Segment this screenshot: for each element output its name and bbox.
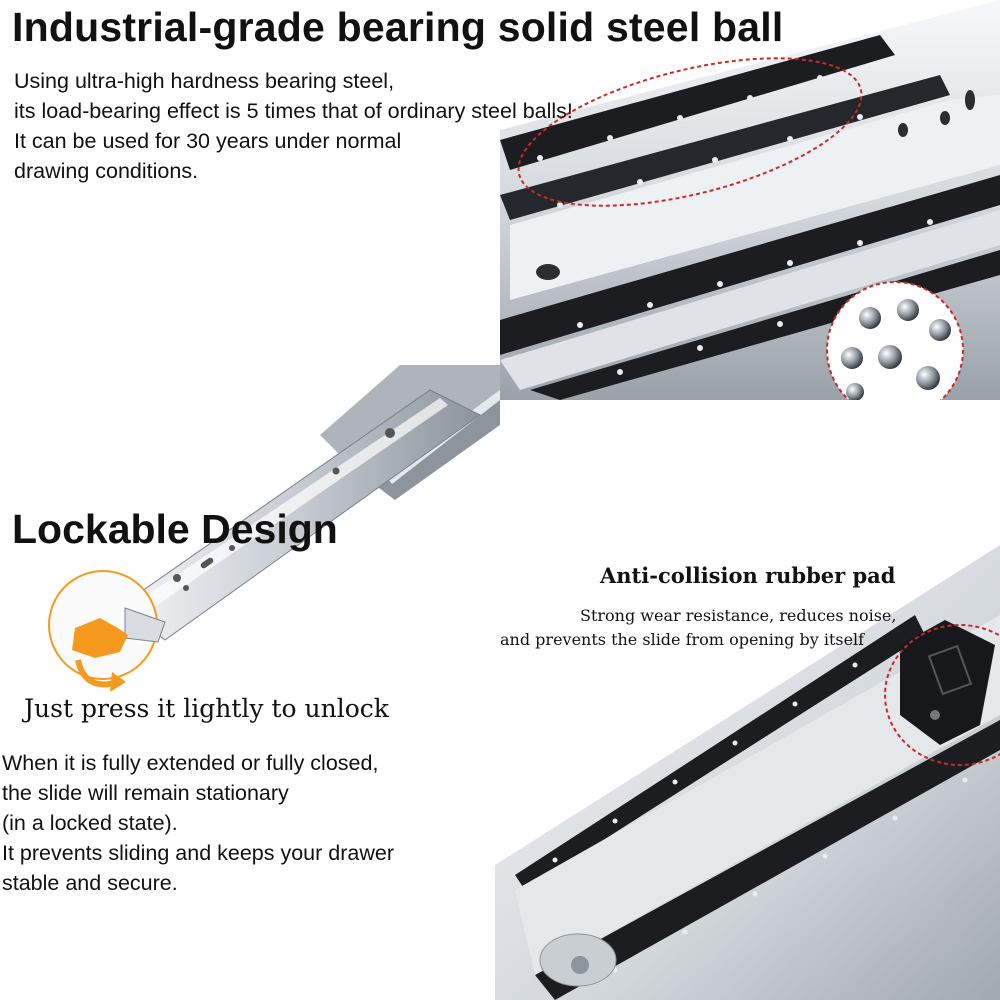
rubber-pad-title: Anti-collision rubber pad [600,563,896,588]
subtitle-line: and prevents the slide from opening by i… [500,630,865,649]
description-line: Using ultra-high hardness bearing steel, [14,69,395,93]
subtitle-line: Strong wear resistance, reduces noise, [580,606,897,625]
description-line: its load-bearing effect is 5 times that … [14,99,573,123]
steel-ball-description: Using ultra-high hardness bearing steel,… [14,66,654,186]
rubber-pad-subtitle: Strong wear resistance, reduces noise, a… [500,604,896,652]
description-line: (in a locked state). [2,811,178,835]
unlock-caption: Just press it lightly to unlock [24,694,389,723]
lockable-description: When it is fully extended or fully close… [2,748,394,898]
description-line: stable and secure. [2,871,178,895]
lockable-slide-photo [48,365,500,692]
description-line: It prevents sliding and keeps your drawe… [2,841,394,865]
steel-ball-title: Industrial-grade bearing solid steel bal… [12,4,784,50]
description-line: drawing conditions. [14,159,199,183]
rubber-pad-rail-photo [495,545,1000,1000]
lockable-design-title: Lockable Design [12,506,338,552]
steel-ball-rail-photo [500,0,1000,400]
description-line: It can be used for 30 years under normal [14,129,402,153]
orange-lock-tab-icon [72,618,128,658]
description-line: When it is fully extended or fully close… [2,751,379,775]
description-line: the slide will remain stationary [2,781,289,805]
